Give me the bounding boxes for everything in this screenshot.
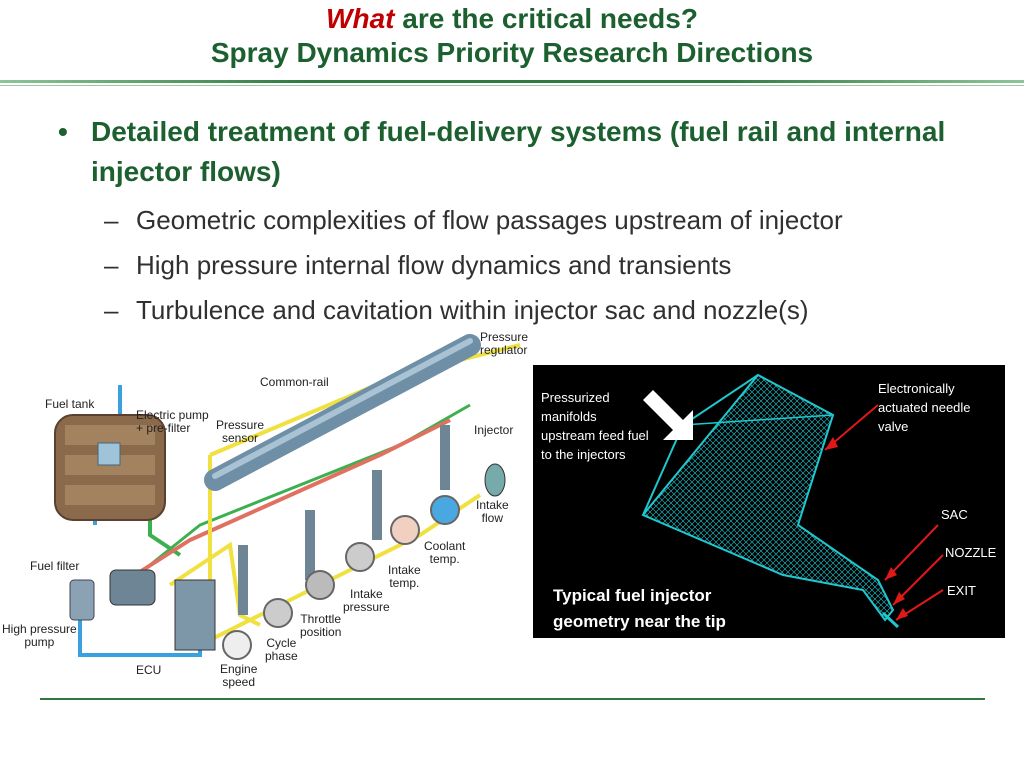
title-divider <box>0 80 1024 83</box>
label-pressurized-manifolds: Pressurized manifolds upstream feed fuel… <box>541 390 649 462</box>
label-injector: Injector <box>474 423 514 437</box>
label-fuel-filter: Fuel filter <box>30 559 80 573</box>
label-sac: SAC <box>941 507 968 522</box>
label-intake-flow: Intake flow <box>476 498 509 525</box>
label-engine-speed: Engine speed <box>220 662 258 689</box>
footer-divider <box>40 698 985 700</box>
sub-bullet-marker: – <box>104 250 119 280</box>
fuel-system-diagram <box>54 334 521 660</box>
injector-geometry-panel: Pressurized manifolds upstream feed fuel… <box>533 365 1005 638</box>
sub-bullet-marker: – <box>104 295 119 325</box>
label-pressure-regulator: Pressure regulator <box>480 330 529 357</box>
label-exit: EXIT <box>947 583 976 598</box>
title-emphasis: What <box>326 3 395 34</box>
title-line-2: Spray Dynamics Priority Research Directi… <box>210 37 814 68</box>
main-bullet-text: Detailed treatment of fuel-delivery syst… <box>91 116 946 187</box>
slide-title: What are the critical needs? Spray Dynam… <box>0 2 1024 70</box>
sub-bullet-marker: – <box>104 205 119 235</box>
label-high-pressure-pump: High pressure pump <box>2 622 77 649</box>
label-fuel-tank: Fuel tank <box>45 397 95 411</box>
label-nozzle: NOZZLE <box>945 545 997 560</box>
sub-bullet-text: High pressure internal flow dynamics and… <box>136 250 732 280</box>
label-needle-valve: Electronically actuated needle valve <box>878 381 971 434</box>
sub-bullet-text: Geometric complexities of flow passages … <box>136 205 843 235</box>
label-ecu: ECU <box>136 663 162 677</box>
title-line-1-rest: are the critical needs? <box>394 3 698 34</box>
label-intake-pressure: Intake pressure <box>343 587 390 614</box>
label-common-rail: Common-rail <box>260 375 329 389</box>
injector-caption: Typical fuel injector geometry near the … <box>553 586 726 631</box>
label-throttle-position: Throttle position <box>300 612 342 639</box>
label-coolant-temp: Coolant temp. <box>424 539 466 566</box>
label-electric-pump: Electric pump + pre-filter <box>136 408 209 435</box>
bullet-marker: • <box>58 116 68 147</box>
sub-bullet-text: Turbulence and cavitation within injecto… <box>136 295 809 325</box>
label-cycle-phase: Cycle phase <box>265 636 298 663</box>
label-pressure-sensor: Pressure sensor <box>216 418 265 445</box>
injector-mesh-graphic <box>641 373 944 629</box>
title-line-1: What are the critical needs? <box>0 2 1024 36</box>
label-intake-temp: Intake temp. <box>388 563 421 590</box>
title-divider-thin <box>0 85 1024 86</box>
